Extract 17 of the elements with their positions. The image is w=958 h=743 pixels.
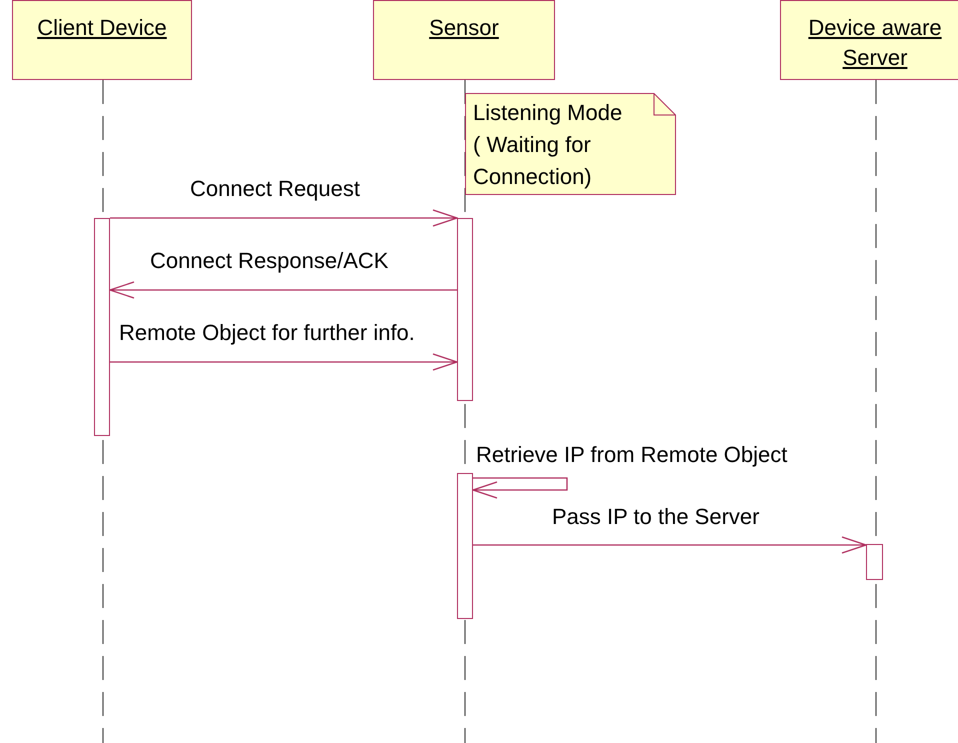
message-arrow [110,209,458,227]
message-arrow [472,477,568,499]
note [465,93,676,195]
participant-name: Client Device [37,14,167,42]
activation-bar [457,218,473,401]
participant-name: Device aware Server [807,14,943,72]
participant-box [373,0,555,80]
activation-bar [866,544,883,580]
participant-name: Sensor [429,14,499,42]
activation-bar [457,473,473,619]
message-arrow [109,281,457,299]
participant-box [12,0,192,80]
activation-bar [94,218,110,436]
participant-box [780,0,958,80]
message-arrow [110,353,458,371]
note-text: Listening Mode ( Waiting for Connection) [473,99,624,191]
message-arrow [473,536,867,554]
